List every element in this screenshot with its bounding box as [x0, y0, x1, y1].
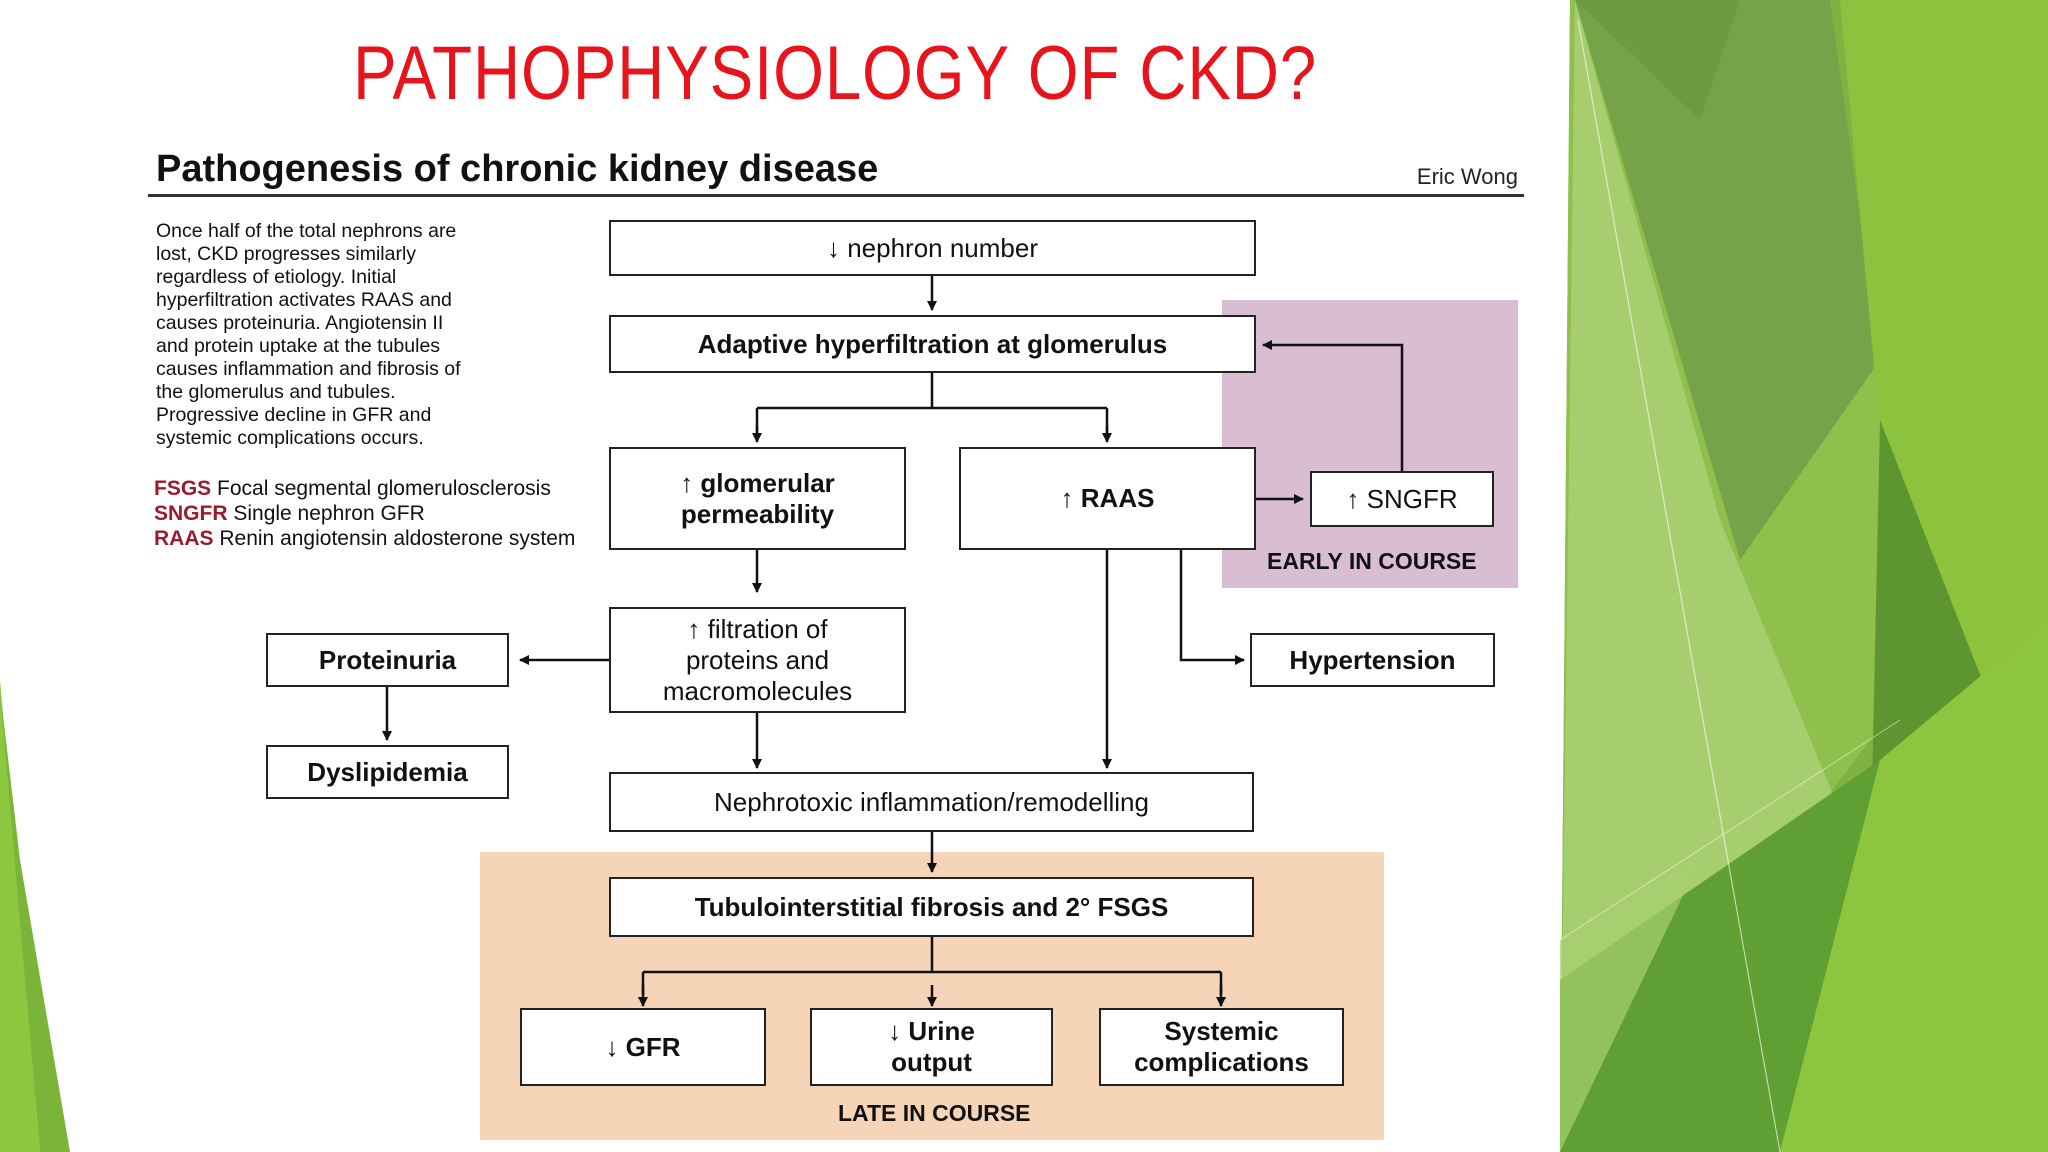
node-systemic-complications: Systemic complications: [1099, 1008, 1344, 1086]
node-filtration-of-proteins: ↑ filtration of proteins and macromolecu…: [609, 607, 906, 713]
node-label: ↓ nephron number: [826, 232, 1039, 263]
branch-hyperfiltration: [755, 373, 1109, 438]
abbreviation-row: RAAS Renin angiotensin aldosterone syste…: [154, 526, 575, 551]
abbreviation-legend: FSGS Focal segmental glomerulosclerosis …: [154, 476, 575, 551]
slide-title: PATHOPHYSIOLOGY OF CKD?: [352, 31, 1318, 116]
node-label: output: [891, 1047, 972, 1077]
node-label: Dyslipidemia: [307, 756, 468, 787]
description-line: Once half of the total nephrons are: [156, 220, 457, 242]
title-rule: [148, 194, 1524, 197]
node-tubulointerstitial-fibrosis: Tubulointerstitial fibrosis and 2° FSGS: [609, 877, 1254, 937]
node-urine-output: ↓ Urine output: [810, 1008, 1053, 1086]
abbreviation-row: SNGFR Single nephron GFR: [154, 501, 575, 526]
abbreviation-term: RAAS: [154, 527, 214, 550]
arrow-raas-to-hypertension: [1179, 550, 1245, 665]
node-label: Tubulointerstitial fibrosis and 2° FSGS: [694, 891, 1169, 922]
pathogenesis-figure: Pathogenesis of chronic kidney disease E…: [140, 140, 1530, 1140]
node-label: ↑ SNGFR: [1346, 483, 1458, 514]
node-gfr: ↓ GFR: [520, 1008, 766, 1086]
abbreviation-row: FSGS Focal segmental glomerulosclerosis: [154, 476, 575, 501]
abbreviation-term: FSGS: [154, 477, 212, 500]
description-line: hyperfiltration activates RAAS and: [156, 289, 452, 311]
node-glomerular-permeability: ↑ glomerular permeability: [609, 447, 906, 550]
figure-title: Pathogenesis of chronic kidney disease: [156, 148, 879, 190]
node-sngfr: ↑ SNGFR: [1310, 471, 1494, 527]
description-line: lost, CKD progresses similarly: [156, 243, 417, 265]
node-nephrotoxic-inflammation: Nephrotoxic inflammation/remodelling: [609, 772, 1254, 832]
arrow-sngfr-feedback: [1262, 340, 1404, 471]
node-label: ↓ Urine: [888, 1016, 975, 1046]
node-label: ↑ glomerular: [680, 467, 835, 498]
description-line: regardless of etiology. Initial: [156, 266, 397, 288]
abbreviation-meaning: Focal segmental glomerulosclerosis: [217, 477, 551, 500]
node-label: Systemic: [1164, 1016, 1279, 1046]
node-hypertension: Hypertension: [1250, 633, 1495, 687]
description-line: the glomerulus and tubules.: [156, 381, 396, 403]
figure-author: Eric Wong: [1416, 164, 1518, 189]
node-dyslipidemia: Dyslipidemia: [266, 745, 509, 799]
node-adaptive-hyperfiltration: Adaptive hyperfiltration at glomerulus: [609, 315, 1256, 373]
node-nephron-number: ↓ nephron number: [609, 220, 1256, 276]
node-label: ↑ filtration of: [687, 613, 828, 644]
abbreviation-meaning: Single nephron GFR: [233, 502, 425, 525]
abbreviation-meaning: Renin angiotensin aldosterone system: [219, 527, 576, 550]
description-line: systemic complications occurs.: [156, 427, 424, 449]
late-in-course-label: LATE IN COURSE: [838, 1100, 1031, 1126]
node-label: Adaptive hyperfiltration at glomerulus: [697, 328, 1168, 359]
node-raas: ↑ RAAS: [959, 447, 1256, 550]
early-in-course-label: EARLY IN COURSE: [1267, 548, 1477, 574]
description-line: Progressive decline in GFR and: [156, 404, 432, 426]
node-label: proteins and: [685, 644, 830, 675]
description-line: and protein uptake at the tubules: [156, 335, 441, 357]
node-label: Nephrotoxic inflammation/remodelling: [714, 786, 1149, 817]
description-line: causes inflammation and fibrosis of: [156, 358, 461, 380]
node-label: Hypertension: [1289, 644, 1456, 675]
description-line: causes proteinuria. Angiotensin II: [156, 312, 444, 334]
abbreviation-term: SNGFR: [154, 502, 228, 525]
flow-arrows: [382, 276, 1404, 1007]
figure-description: Once half of the total nephrons are lost…: [156, 220, 586, 450]
node-label: ↑ RAAS: [1060, 483, 1155, 513]
branch-fibrosis: [641, 937, 1223, 995]
node-label: permeability: [680, 498, 835, 529]
node-label: Proteinuria: [318, 644, 457, 675]
node-label: macromolecules: [662, 675, 853, 706]
node-label: complications: [1134, 1047, 1309, 1077]
node-proteinuria: Proteinuria: [266, 633, 509, 687]
node-label: ↓ GFR: [605, 1031, 681, 1062]
